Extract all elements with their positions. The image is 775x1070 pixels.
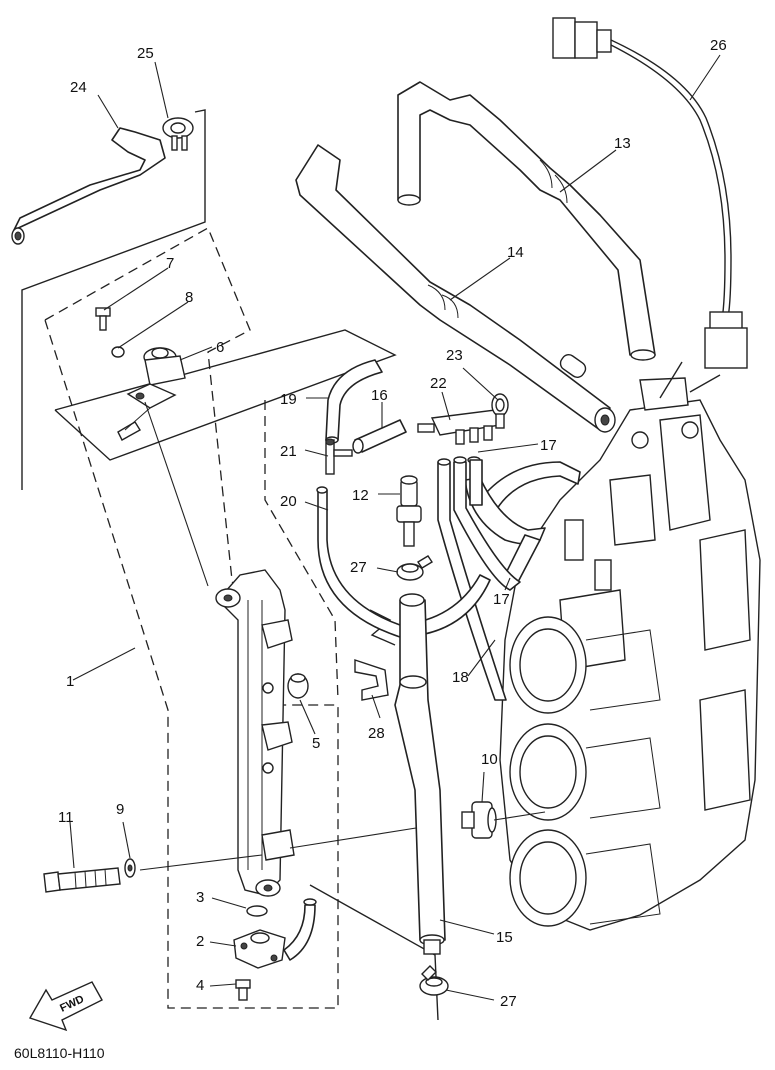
boundary-hose-group — [21, 109, 206, 490]
boundary-regulator-group — [44, 227, 339, 1009]
fuel-rail-assembly — [215, 569, 295, 897]
callout-6: 6 — [216, 339, 224, 356]
washer-9 — [124, 858, 136, 878]
callout-23: 23 — [446, 347, 463, 364]
callout-5: 5 — [312, 735, 320, 752]
hose-20 — [316, 486, 491, 638]
hose-16 — [352, 419, 407, 454]
callout-7: 7 — [166, 255, 174, 272]
callout-18: 18 — [452, 669, 469, 686]
callout-11: 11 — [58, 809, 74, 826]
callout-24: 24 — [70, 79, 87, 96]
throttle-body-assembly — [499, 361, 761, 931]
callout-10: 10 — [481, 751, 498, 768]
damper-10 — [461, 801, 497, 839]
valve-12 — [396, 475, 422, 547]
callout-27a: 27 — [350, 559, 367, 576]
o-ring-3 — [246, 905, 268, 917]
leader-lines — [69, 54, 721, 1001]
callout-21: 21 — [280, 443, 297, 460]
callout-12: 12 — [352, 487, 369, 504]
callout-9: 9 — [116, 801, 124, 818]
callout-1: 1 — [66, 673, 74, 690]
clip-28 — [354, 659, 389, 701]
fwd-arrow-icon: FWD — [28, 981, 103, 1032]
callout-15: 15 — [496, 929, 513, 946]
hose-24 — [11, 127, 166, 245]
callout-4: 4 — [196, 977, 204, 994]
diagram-code: 60L8110-H110 — [14, 1045, 105, 1061]
callout-19: 19 — [280, 391, 297, 408]
callout-17a: 17 — [540, 437, 557, 454]
boundary-hose-set — [264, 400, 339, 701]
callout-16: 16 — [371, 387, 388, 404]
hose-18 — [437, 456, 521, 701]
joint-21 — [325, 438, 353, 475]
callout-14: 14 — [507, 244, 524, 261]
callouts: 1 2 3 4 5 6 7 8 9 10 11 12 13 14 15 16 1… — [58, 37, 727, 1010]
clamp-27-upper — [396, 555, 433, 581]
hose-15 — [394, 593, 446, 955]
callout-28: 28 — [368, 725, 385, 742]
screw-7 — [95, 307, 111, 331]
callout-20: 20 — [280, 493, 297, 510]
clamp-25 — [162, 117, 194, 151]
callout-13: 13 — [614, 135, 631, 152]
hose-13 — [397, 81, 656, 361]
callout-25: 25 — [137, 45, 154, 62]
wire-harness-26 — [552, 17, 748, 369]
clamp-23 — [491, 393, 509, 429]
callout-3: 3 — [196, 889, 204, 906]
boundary-regulator-bracket — [54, 329, 397, 461]
assembly-boundaries — [21, 109, 439, 1021]
callout-8: 8 — [185, 289, 193, 306]
hose-14 — [295, 144, 616, 433]
callout-2: 2 — [196, 933, 204, 950]
screw-4 — [235, 979, 251, 1001]
callout-26: 26 — [710, 37, 727, 54]
callout-22: 22 — [430, 375, 447, 392]
cap-5 — [287, 673, 309, 699]
regulator-6 — [117, 347, 186, 441]
o-ring-8 — [111, 346, 125, 358]
callout-27b: 27 — [500, 993, 517, 1010]
joint-22 — [417, 409, 501, 445]
boundary-clamp-group — [309, 884, 439, 1021]
clamp-27-lower — [419, 965, 449, 996]
fitting-2 — [233, 898, 317, 969]
bolt-11 — [43, 867, 121, 893]
callout-17b: 17 — [493, 591, 510, 608]
